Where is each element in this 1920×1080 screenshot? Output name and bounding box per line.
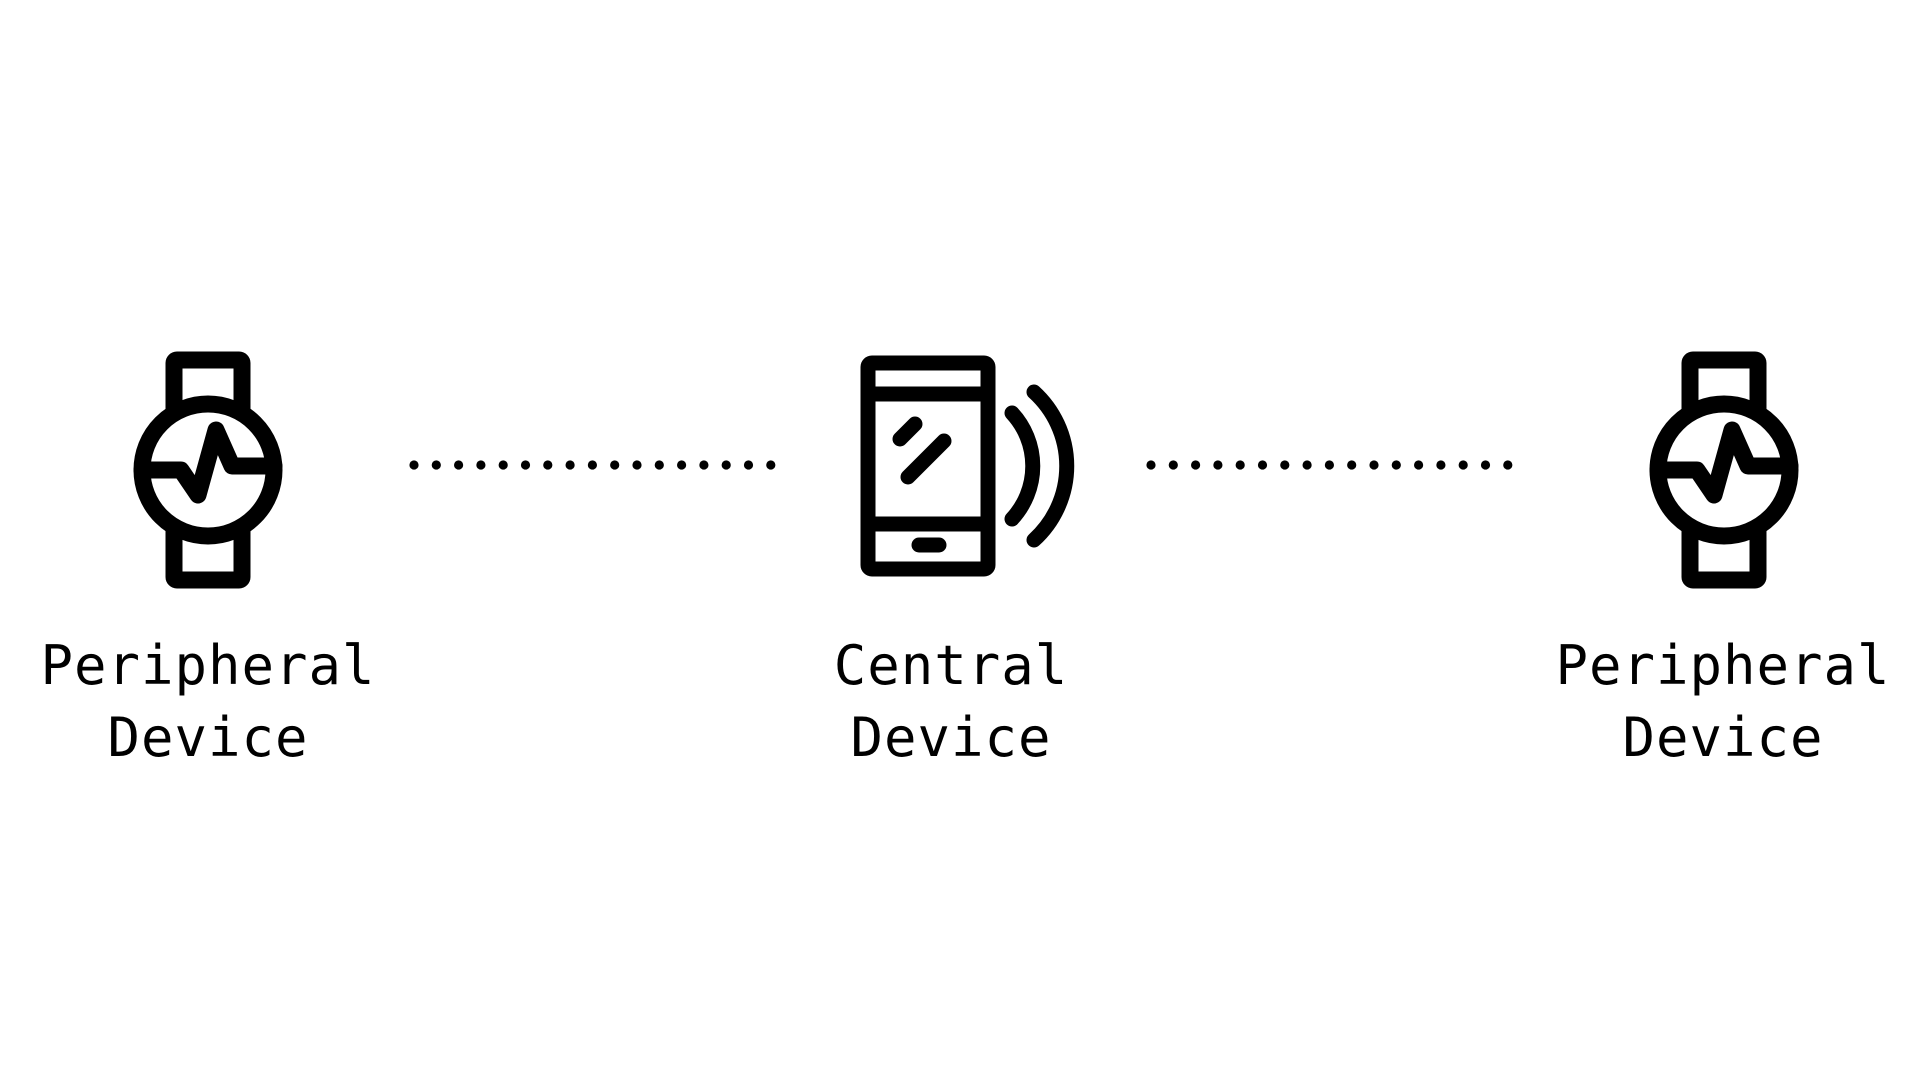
connector-dot [409, 460, 419, 470]
label-line-2: Device [850, 706, 1052, 769]
dotted-connector-right [1145, 455, 1525, 480]
connector-dot [654, 460, 664, 470]
connector-dot [1391, 460, 1401, 470]
connector-dot [520, 460, 531, 470]
connector-dot [1191, 460, 1201, 470]
label-line-1: Central [833, 634, 1069, 697]
label-line-1: Peripheral [1555, 634, 1891, 697]
connector-dot [610, 460, 620, 470]
smartphone-wireless-icon [860, 355, 1082, 577]
connector-dot [1257, 460, 1268, 470]
peripheral-device-label-right: Peripheral Device [1513, 630, 1920, 774]
connector-dot [699, 460, 709, 470]
connector-dot [1235, 460, 1245, 470]
connector-dot [543, 460, 553, 470]
connector-dot [1436, 460, 1446, 470]
connector-dots [409, 460, 776, 470]
connector-dot [1347, 460, 1357, 470]
connector-dot [1503, 460, 1513, 470]
connector-dot [1146, 460, 1156, 470]
connector-dot [565, 460, 575, 470]
smartwatch-heart-rate-icon [128, 350, 288, 590]
connector-dot [1458, 460, 1468, 470]
connector-dot [632, 460, 642, 470]
connector-dot [431, 460, 441, 470]
connector-dot [677, 460, 687, 470]
connector-dot [498, 460, 508, 470]
connector-dot [587, 460, 597, 470]
connector-dot [1168, 460, 1178, 470]
connector-dots [1146, 460, 1513, 470]
label-line-1: Peripheral [40, 634, 376, 697]
peripheral-device-label-left: Peripheral Device [0, 630, 418, 774]
dotted-connector-left [408, 455, 788, 480]
label-line-2: Device [1622, 706, 1824, 769]
connector-dot [1280, 460, 1290, 470]
connector-dot [743, 460, 754, 470]
connector-dot [1414, 460, 1424, 470]
connector-dot [1480, 460, 1491, 470]
connector-dot [1369, 460, 1379, 470]
connector-dot [1213, 460, 1223, 470]
connector-dot [1324, 460, 1334, 470]
central-device-label: Central Device [741, 630, 1161, 774]
connector-dot [721, 460, 731, 470]
label-line-2: Device [107, 706, 309, 769]
connector-dot [1302, 460, 1312, 470]
connector-dot [766, 460, 776, 470]
smartwatch-heart-rate-icon [1644, 350, 1804, 590]
connector-dot [454, 460, 464, 470]
connector-dot [476, 460, 486, 470]
